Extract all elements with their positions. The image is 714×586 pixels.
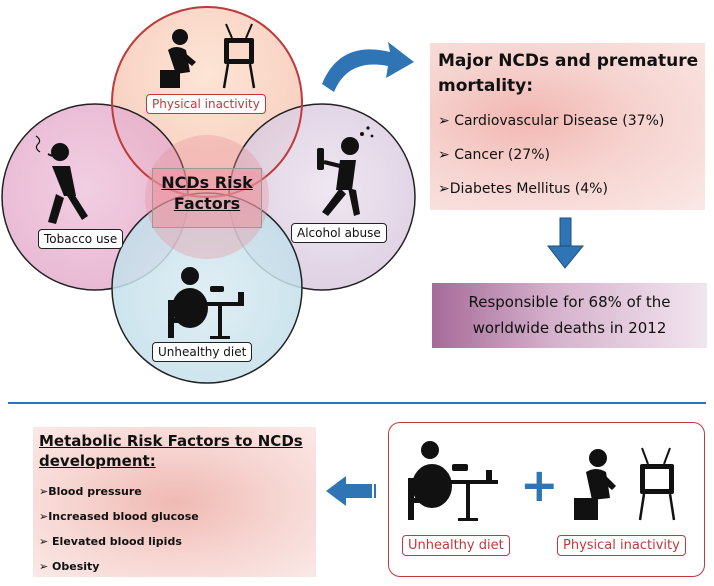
metabolic-item: ➢Increased blood glucose (39, 510, 199, 523)
responsible-box: Responsible for 68% of the worldwide dea… (432, 283, 707, 348)
combo-label-physical-inactivity: Physical inactivity (557, 535, 686, 556)
metabolic-item: ➢ Obesity (39, 560, 100, 573)
curved-arrow-icon (322, 42, 414, 92)
combo-person-eating-icon (408, 441, 498, 521)
person-eating-icon (168, 267, 244, 339)
drunk-person-icon (317, 126, 374, 216)
mortality-item: ➢Diabetes Mellitus (4%) (438, 181, 608, 197)
mortality-item: ➢ Cardiovascular Disease (37%) (438, 113, 665, 129)
metabolic-title: Metabolic Risk Factors to NCDs developme… (39, 432, 303, 470)
combo-box (388, 422, 705, 577)
person-watching-tv-icon (160, 23, 256, 89)
responsible-line-1: Responsible for 68% of the (468, 293, 671, 311)
combo-person-watching-tv-icon (574, 447, 676, 521)
metabolic-item: ➢Blood pressure (39, 485, 142, 498)
tag-tobacco-use: Tobacco use (38, 229, 124, 249)
smoker-walking-icon (35, 135, 88, 224)
responsible-line-2: worldwide deaths in 2012 (472, 319, 667, 337)
mortality-item: ➢ Cancer (27%) (438, 147, 550, 163)
down-arrow-icon (546, 217, 585, 269)
venn-center-label: NCDs Risk Factors (152, 168, 262, 228)
metabolic-box: Metabolic Risk Factors to NCDs developme… (33, 427, 316, 577)
tag-alcohol-abuse: Alcohol abuse (291, 223, 387, 243)
plus-sign: + (520, 458, 559, 512)
combo-label-unhealthy-diet: Unhealthy diet (402, 535, 510, 556)
left-arrow-icon (326, 476, 376, 506)
section-divider (8, 402, 706, 404)
tag-unhealthy-diet: Unhealthy diet (152, 342, 253, 362)
metabolic-item: ➢ Elevated blood lipids (39, 535, 182, 548)
mortality-box: Major NCDs and premature mortality: ➢ Ca… (430, 43, 705, 210)
mortality-title: Major NCDs and premature mortality: (438, 51, 699, 96)
tag-physical-inactivity: Physical inactivity (146, 94, 266, 114)
